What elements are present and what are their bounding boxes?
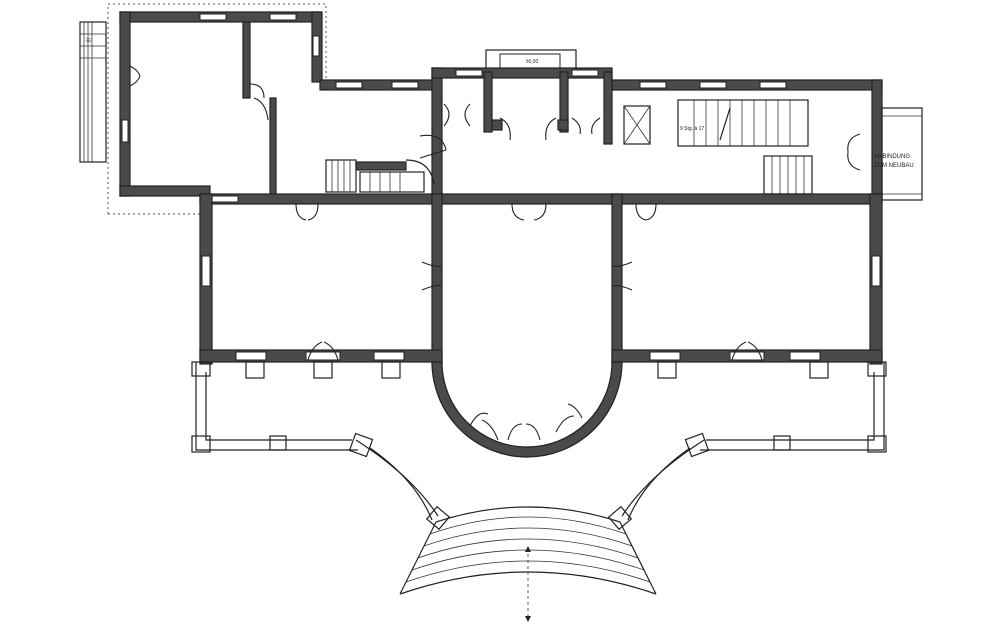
central-corridor-wall bbox=[199, 193, 883, 221]
elevation-mark: ±0,00 bbox=[526, 59, 539, 65]
upper-corridor bbox=[319, 67, 447, 195]
annex-label-line1: ANBINDUNG bbox=[874, 154, 910, 160]
left-exterior-stair: ||| bbox=[79, 21, 107, 163]
right-salon bbox=[611, 193, 883, 379]
central-rotunda bbox=[431, 361, 623, 458]
terrace bbox=[191, 361, 887, 531]
upper-left-tower bbox=[119, 11, 323, 197]
right-service-block: 9 Stg. à 17 ANBINDUNG ZUM NEUBAU bbox=[611, 79, 923, 201]
entrance-vestibule: ±0,00 bbox=[431, 49, 613, 145]
stair-note: 9 Stg. à 17 bbox=[680, 126, 704, 132]
annex-label-line2: ZUM NEUBAU bbox=[874, 163, 914, 169]
terrace-outline bbox=[107, 3, 327, 215]
svg-text:|||: ||| bbox=[86, 38, 92, 42]
front-steps bbox=[399, 506, 657, 622]
left-salon bbox=[199, 193, 443, 379]
